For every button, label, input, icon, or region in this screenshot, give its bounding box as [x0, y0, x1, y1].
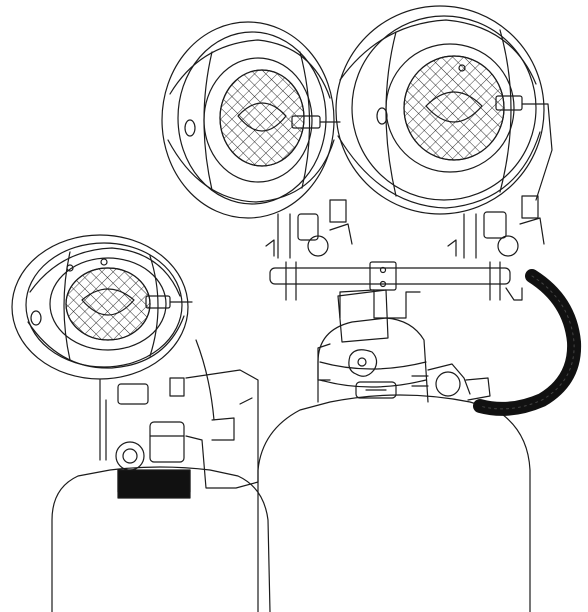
left-heater-regulator [99, 339, 259, 499]
left-heater-head [11, 234, 193, 380]
tank-regulator [411, 363, 491, 401]
twin-heater-a-valve [265, 199, 353, 259]
twin-manifold-bar [269, 261, 511, 319]
right-propane-tank [257, 317, 531, 612]
twin-heater-head-left [161, 21, 341, 219]
propane-hose [473, 269, 582, 416]
center-mount-bracket [317, 289, 389, 381]
twin-heater-b-valve [447, 195, 545, 301]
twin-heater-head-right [335, 5, 553, 215]
